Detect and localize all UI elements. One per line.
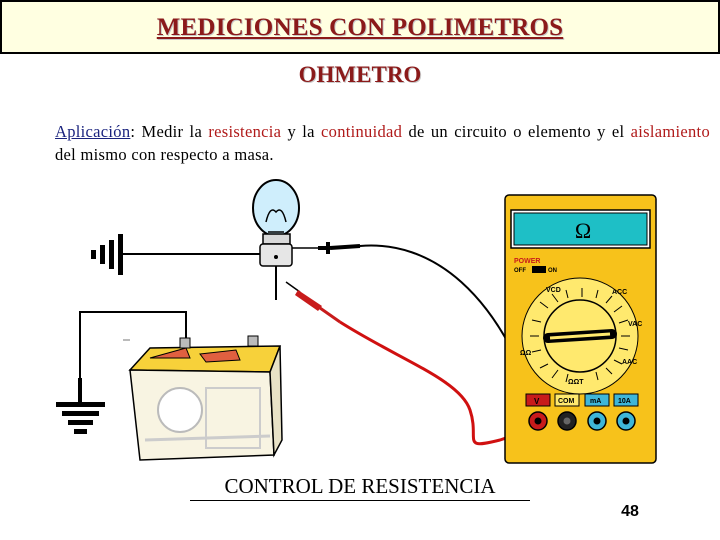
figure-caption: CONTROL DE RESISTENCIA: [190, 474, 530, 501]
power-switch[interactable]: [532, 266, 546, 273]
battery-icon: [128, 335, 283, 461]
para-text-2: y la: [281, 122, 322, 141]
application-paragraph: Aplicación: Medir la resistencia y la co…: [55, 120, 710, 166]
page-title: MEDICIONES CON POLIMETROS: [156, 14, 564, 41]
power-label: POWER: [514, 258, 540, 265]
jack-10a-label: 10A: [618, 398, 631, 405]
title-box: MEDICIONES CON POLIMETROS: [0, 0, 720, 54]
aac-label: AAC: [622, 359, 637, 366]
off-label: OFF: [514, 268, 526, 274]
para-text-4: del mismo con respecto a masa.: [55, 145, 274, 164]
ground-symbol-bottom: [56, 378, 105, 434]
keyword-resistencia: resistencia: [208, 122, 282, 141]
jack-v-label: V: [534, 397, 540, 406]
red-probe: [285, 281, 536, 446]
vac-label: VAC: [628, 321, 642, 328]
black-probe: [292, 242, 541, 421]
ground-symbol-top: [91, 234, 123, 275]
vdc-label: VCD: [546, 287, 561, 294]
page-number: 48: [621, 503, 639, 520]
on-label: ON: [548, 268, 557, 274]
section-subtitle: OHMETRO: [298, 62, 422, 87]
display-reading: Ω: [575, 218, 591, 243]
ohm-label: ΩΩ: [520, 350, 532, 357]
keyword-aislamiento: aislamiento: [630, 122, 710, 141]
jack-com-label: COM: [558, 398, 575, 405]
extra-label: ΩΩT: [568, 379, 584, 386]
para-text-1: : Medir la: [130, 122, 209, 141]
adc-label: ACC: [612, 289, 627, 296]
application-link[interactable]: Aplicación: [55, 122, 131, 141]
light-bulb-icon: [252, 179, 300, 267]
keyword-continuidad: continuidad: [321, 122, 403, 141]
para-text-3: de un circuito o elemento y el: [402, 122, 631, 141]
multimeter: Ω POWER OFF ON VCD ACC VAC AAC ΩΩ ΩΩT V …: [504, 194, 657, 464]
jack-ma-label: mA: [590, 398, 601, 405]
